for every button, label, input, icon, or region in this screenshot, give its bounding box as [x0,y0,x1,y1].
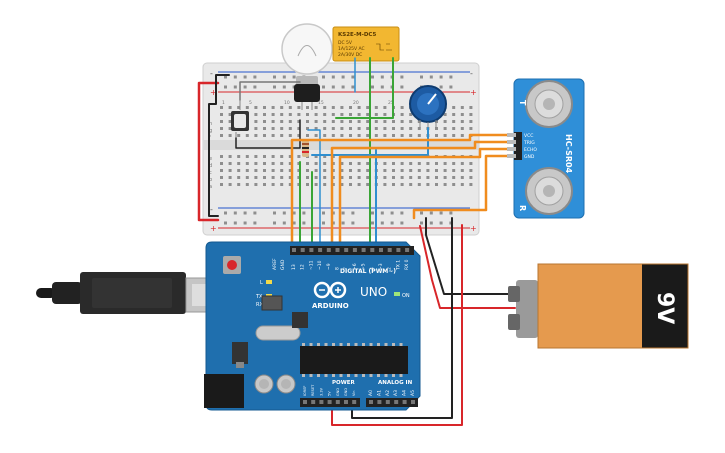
wire-blue [307,129,321,251]
relay: KS2E-M-DC5 DC 5V 1A/125V AC 2A/30V DC [332,26,400,62]
wire-orange [330,140,517,252]
col-number: 15 [318,100,324,106]
power-pin-label: RESET [311,384,315,396]
wire-orange [412,154,517,220]
led-label: RX [256,302,263,308]
digital-pin-label: 4 [369,267,375,270]
sensor-letter: R [518,205,527,211]
power-pin-label: GND [344,388,348,396]
digital-pin-label: ~3 [378,263,384,270]
sensor-name: HC-SR04 [564,134,573,174]
power-pin-label: Vin [352,390,356,396]
svg-text:-: - [210,69,213,78]
analog-pin-label: A1 [376,390,382,396]
col-number: 20 [353,100,359,106]
on-label: ON [402,293,410,299]
row-letter: d [209,163,212,169]
svg-text:-: - [210,205,213,214]
model-label: UNO [360,285,387,299]
wire-orange [338,147,517,252]
wire-green [335,57,394,119]
digital-pin-label: 13 [291,264,297,270]
digital-pin-label: 7 [343,267,349,270]
push-button [231,100,249,138]
digital-pin-label: 2 [387,267,393,270]
analog-label: ANALOG IN [378,380,413,386]
power-label: POWER [332,380,356,386]
analog-pin-label: A4 [402,390,408,396]
analog-pin-label: A2 [385,390,391,396]
col-number: 5 [249,100,252,106]
resistor [302,140,309,157]
battery-label: 9V [652,292,677,324]
row-letter: a [209,184,212,190]
wire-red [331,224,463,426]
analog-pin-label: A3 [393,390,399,396]
svg-text:+: + [210,88,217,97]
row-letter: e [209,156,212,162]
wire-gray [239,81,301,101]
analog-pin-label: A5 [410,390,416,396]
col-number: 1 [222,100,225,106]
relay-model: KS2E-M-DC5 [338,32,376,38]
wire-red [197,81,220,222]
svg-text:+: + [470,88,477,97]
analog-pin-label: A0 [368,390,374,396]
digital-pin-label: 8 [335,267,341,270]
digital-pin-label: ~11 [308,260,314,270]
power-pin-label: GND [336,388,340,396]
relay-line: 1A/125V AC [338,46,365,52]
sensor-pin-label: TRIG [523,140,535,146]
svg-text:+: + [470,224,477,233]
wire-black [425,217,516,295]
gnd-label: GND [280,259,286,270]
digital-pin-label: ~6 [352,263,358,270]
sensor-pin-label: GND [524,154,535,160]
ultrasonic-sensor: VCC TRIG ECHO GND HC-SR04 T R [507,78,585,219]
row-letter: g [209,128,212,134]
sensor-letter: T [518,100,527,106]
digital-label: DIGITAL (PWM~) [340,268,396,275]
sensor-pin-label: VCC [524,133,533,139]
power-pin-label: 3.3V [319,387,323,396]
power-pin-label: IOREF [303,386,307,396]
wire-black [208,74,230,217]
sensor-pin-label: ECHO [524,147,537,153]
potentiometer [409,85,447,128]
col-number: 10 [284,100,290,106]
digital-pin-label: ~9 [326,263,332,270]
row-letter: c [209,170,212,176]
battery-9v: 9V [508,263,689,349]
digital-pin-label: RX 0 [404,259,410,270]
digital-pin-label: ~10 [317,260,323,270]
power-pin-label: 5V [328,391,332,396]
wire-orange [290,133,517,252]
light-bulb [281,23,333,110]
digital-pin-label: ~5 [361,263,367,270]
svg-text:+: + [210,224,217,233]
relay-line: 2A/30V DC [338,52,362,58]
col-number: 25 [388,100,394,106]
svg-text:-: - [470,69,473,78]
aref-label: AREF [272,258,278,270]
wire-red [419,225,516,309]
led-label: TX [255,294,263,300]
row-letter: h [209,121,212,127]
wire-blue [311,127,429,156]
digital-pin-label: TX 1 [395,260,401,271]
row-letter: b [209,177,212,183]
relay-line: DC 5V [338,40,353,46]
wires [197,57,517,426]
led-label: L [260,280,263,286]
arduino-logo [313,281,347,299]
brand-label: ARDUINO [312,302,349,310]
digital-pin-label: 12 [300,264,306,270]
wire-black [235,119,301,149]
